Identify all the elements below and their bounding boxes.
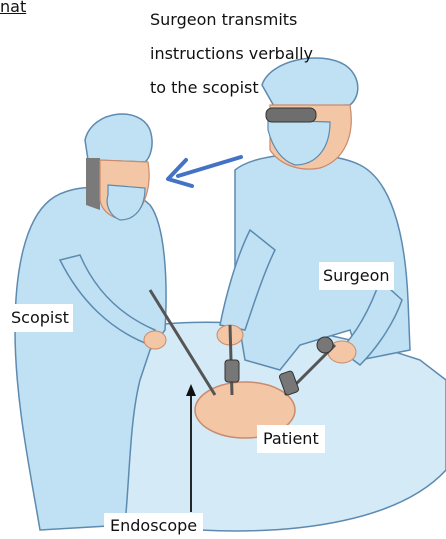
instruction-line-2: instructions verbally xyxy=(150,42,313,66)
scopist-cap xyxy=(85,114,152,162)
endoscope-label: Endoscope xyxy=(104,513,203,539)
surgeon-goggles xyxy=(266,108,316,122)
scopist-hair xyxy=(86,158,100,210)
instruction-label: Surgeon transmits instructions verbally … xyxy=(150,8,313,100)
surgeon-label: Surgeon xyxy=(319,262,394,290)
instruction-line-1: Surgeon transmits xyxy=(150,8,313,32)
scopist-hand xyxy=(144,331,166,349)
scopist-label: Scopist xyxy=(7,304,73,332)
patient-label: Patient xyxy=(257,425,325,453)
instruction-line-3: to the scopist xyxy=(150,76,313,100)
